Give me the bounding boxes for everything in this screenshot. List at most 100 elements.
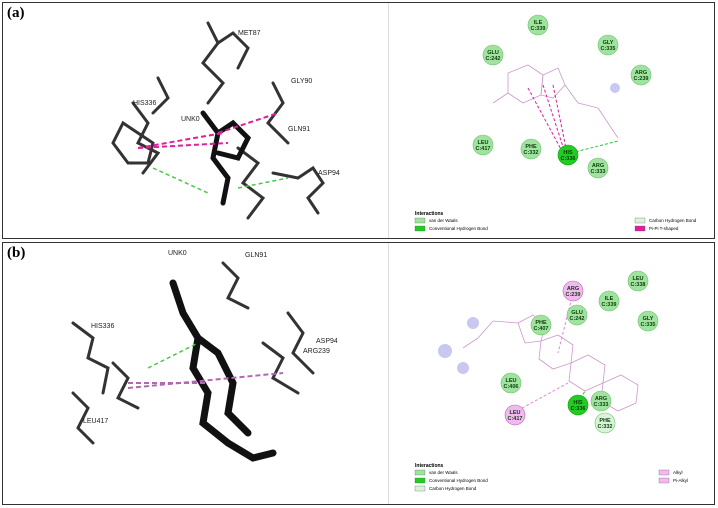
label-gln91: GLN91	[288, 126, 310, 133]
label-leu417: LEU417	[83, 418, 108, 425]
legend: Interactions van der Waals Conventional …	[414, 463, 688, 492]
svg-text:LEU: LEU	[510, 410, 521, 416]
svg-text:ARG: ARG	[567, 286, 579, 292]
svg-text:C:239: C:239	[566, 292, 581, 298]
svg-text:GLU: GLU	[571, 310, 583, 316]
label-unk0: UNK0	[181, 116, 200, 123]
svg-text:LEU: LEU	[478, 140, 489, 146]
residue-phe-407: PHE C:407	[530, 314, 552, 336]
svg-text:C:333: C:333	[594, 402, 609, 408]
residue-arg-333: ARG C:333	[590, 390, 612, 412]
residue-arg-333: ARG C:333	[587, 157, 609, 179]
svg-text:C:242: C:242	[570, 316, 585, 322]
ligand-atom-blob	[438, 344, 452, 358]
svg-text:C:242: C:242	[486, 56, 501, 62]
svg-text:ILE: ILE	[534, 20, 543, 26]
protein-ligand-3d-view: UNK0 GLN91 HIS336 ASP94 ARG239 LEU417	[71, 250, 338, 462]
residue-gly-335: GLY C:335	[637, 310, 659, 332]
svg-text:C:339: C:339	[602, 302, 617, 308]
pi-pi-lines-2d	[527, 84, 568, 154]
svg-text:C:332: C:332	[524, 150, 539, 156]
panel-label: (b)	[7, 245, 26, 261]
interaction-2d-diagram: ILE C:339 GLY C:335 GLU C:242 ARG C:239 …	[414, 14, 697, 232]
svg-text:C:333: C:333	[591, 169, 606, 175]
ligand-2d-structure	[462, 314, 639, 412]
residue-glu-242: GLU C:242	[482, 44, 504, 66]
svg-text:HIS: HIS	[573, 400, 583, 406]
svg-text:PHE: PHE	[525, 144, 537, 150]
label-his336: HIS336	[133, 100, 156, 107]
residue-his-336: HIS C:336	[567, 394, 589, 416]
svg-text:GLU: GLU	[487, 50, 499, 56]
protein-sticks	[71, 261, 315, 445]
label-his336: HIS336	[91, 323, 114, 330]
label-asp94: ASP94	[316, 338, 338, 345]
svg-text:Alkyl: Alkyl	[673, 470, 683, 475]
svg-text:HIS: HIS	[563, 150, 573, 156]
ligand-atom-blob	[457, 362, 469, 374]
label-unk0: UNK0	[168, 250, 187, 257]
svg-text:Carbon Hydrogen Bond: Carbon Hydrogen Bond	[429, 486, 477, 491]
label-asp94: ASP94	[318, 170, 340, 177]
svg-text:Carbon Hydrogen Bond: Carbon Hydrogen Bond	[649, 218, 697, 223]
ligand-2d-structure	[492, 64, 619, 139]
label-gly90: GLY90	[291, 78, 312, 85]
svg-text:ARG: ARG	[595, 396, 607, 402]
svg-text:GLY: GLY	[643, 316, 654, 322]
residue-phe-332: PHE C:332	[594, 412, 616, 434]
svg-text:C:417: C:417	[508, 416, 523, 422]
svg-text:PHE: PHE	[599, 418, 611, 424]
alkyl-lines-2d	[512, 292, 574, 414]
panel-a: (a) MET87 GLY90 HIS336 UNK0	[2, 2, 715, 239]
label-arg239: ARG239	[303, 348, 330, 355]
label-met87: MET87	[238, 30, 261, 37]
svg-text:Conventional Hydrogen Bond: Conventional Hydrogen Bond	[429, 226, 488, 231]
svg-text:C:335: C:335	[601, 46, 616, 52]
residue-gly-335: GLY C:335	[597, 34, 619, 56]
residue-his-336: HIS C:336	[557, 144, 579, 166]
pi-pi-interaction-lines	[137, 112, 279, 149]
panel-label: (a)	[7, 5, 25, 21]
residue-leu-417: LEU C:417	[504, 404, 526, 426]
protein-ligand-3d-view: MET87 GLY90 HIS336 UNK0 GLN91 ASP94	[111, 21, 340, 220]
svg-text:van der Waals: van der Waals	[429, 470, 458, 475]
svg-text:Conventional Hydrogen Bond: Conventional Hydrogen Bond	[429, 478, 488, 483]
svg-text:LEU: LEU	[506, 378, 517, 384]
residue-leu-417: LEU C:417	[472, 134, 494, 156]
svg-text:Interactions: Interactions	[415, 463, 444, 469]
residue-phe-332: PHE C:332	[520, 138, 542, 160]
svg-text:Pi-Alkyl: Pi-Alkyl	[673, 478, 688, 483]
hbond-lines	[152, 167, 289, 194]
svg-text:C:336: C:336	[561, 156, 576, 162]
svg-text:ARG: ARG	[635, 70, 647, 76]
svg-text:C:332: C:332	[598, 424, 613, 430]
svg-text:C:336: C:336	[571, 406, 586, 412]
ligand-sticks	[169, 279, 277, 462]
svg-text:ILE: ILE	[605, 296, 614, 302]
ligand-sticks	[200, 110, 252, 206]
svg-text:C:407: C:407	[534, 326, 549, 332]
interaction-2d-diagram: ARG C:239 LEU C:338 PHE C:407 ILE C:339 …	[414, 270, 688, 492]
ligand-atom-blob	[610, 83, 620, 93]
svg-text:Pi-Pi T-shaped: Pi-Pi T-shaped	[649, 226, 679, 231]
hbond-lines	[147, 342, 199, 369]
alkyl-interaction-lines	[127, 372, 284, 389]
svg-text:C:406: C:406	[504, 384, 519, 390]
legend: Interactions van der Waals Conventional …	[414, 211, 697, 232]
ligand-atom-blob	[467, 317, 479, 329]
svg-text:C:239: C:239	[634, 76, 649, 82]
svg-text:GLY: GLY	[603, 40, 614, 46]
protein-sticks	[111, 21, 325, 220]
svg-text:C:417: C:417	[476, 146, 491, 152]
svg-text:C:339: C:339	[531, 26, 546, 32]
residue-glu-242: GLU C:242	[566, 304, 588, 326]
svg-text:LEU: LEU	[633, 276, 644, 282]
residue-arg-239: ARG C:239	[630, 64, 652, 86]
hbond-line-2d	[570, 140, 619, 154]
panel-divider	[388, 243, 389, 504]
residue-arg-239: ARG C:239	[562, 280, 584, 302]
svg-text:C:338: C:338	[631, 282, 646, 288]
panel-b: (b) UNK0 GLN91 HIS336 ASP94 ARG239 LEU41…	[2, 242, 715, 505]
residue-leu-338: LEU C:338	[627, 270, 649, 292]
svg-text:C:335: C:335	[641, 322, 656, 328]
